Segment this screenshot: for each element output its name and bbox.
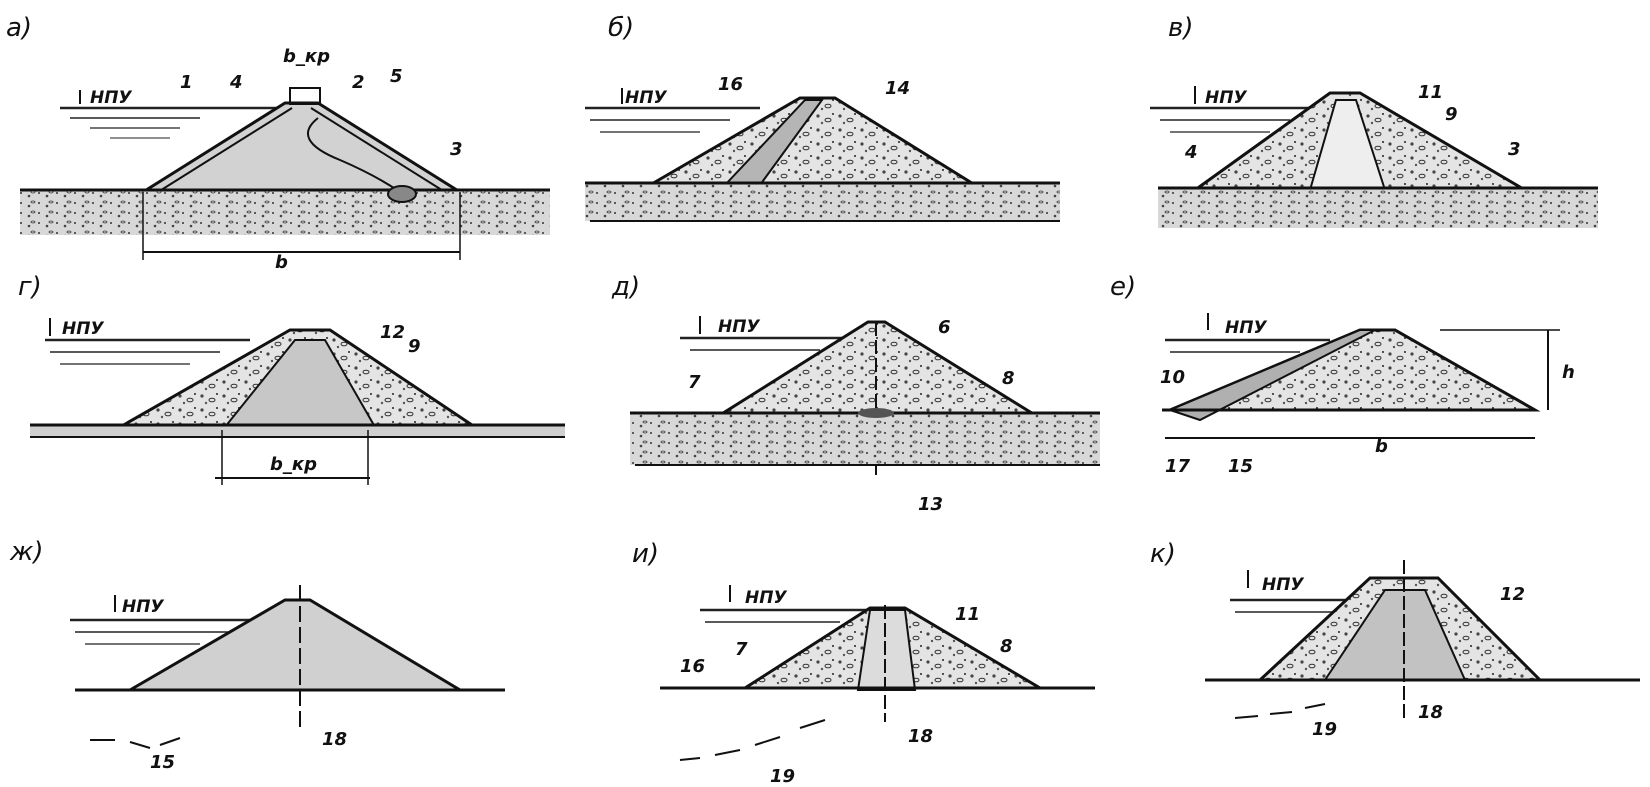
panel-k: к) НПУ 12 18 19 [1150,539,1640,740]
panel-d: д) НПУ 6 7 8 13 [611,272,1100,515]
callout-number: 19 [770,766,795,787]
callout-number: 5 [390,66,403,87]
callout-number: 16 [680,656,705,677]
dim-core-width: b_кр [270,454,317,475]
npu-label: НПУ [1262,575,1304,595]
callout-number: 18 [908,726,933,747]
callout-number: 3 [450,139,463,160]
npu-label: НПУ [625,88,667,108]
callout-number: 9 [408,336,421,357]
panel-label: г) [18,272,42,302]
panel-v: в) НПУ 4 11 9 3 [1150,13,1598,228]
npu-label: НПУ [745,588,787,608]
panel-label: ж) [9,537,44,567]
callout-number: 8 [1002,368,1015,389]
callout-number: 15 [150,752,175,773]
panel-label: б) [608,13,634,43]
dim-base-width: b [275,252,288,273]
npu-label: НПУ [718,317,760,337]
panel-g: г) НПУ 12 9 b_кр [18,272,565,485]
callout-number: 10 [1160,367,1185,388]
panel-i: и) НПУ 11 8 16 7 18 19 [632,539,1095,787]
panel-label: е) [1110,272,1136,302]
panel-label: а) [6,13,32,43]
panel-label: и) [632,539,659,569]
callout-number: 9 [1445,104,1458,125]
callout-number: 7 [688,372,701,393]
npu-label: НПУ [122,597,164,617]
dim-crest-width: b_кр [283,46,330,67]
panel-zh: ж) НПУ 18 15 [9,537,505,773]
panel-b: б) НПУ 16 14 [585,13,1060,222]
callout-number: 7 [735,639,748,660]
callout-number: 1 [180,72,193,93]
callout-number: 2 [352,72,365,93]
callout-number: 17 [1165,456,1191,477]
panel-e: е) НПУ h b 10 17 15 [1110,272,1575,477]
callout-number: 15 [1228,456,1253,477]
npu-label: НПУ [1225,318,1267,338]
panel-label: д) [611,272,640,302]
callout-number: 11 [955,604,980,625]
callout-number: 8 [1000,636,1013,657]
callout-number: 3 [1508,139,1521,160]
npu-label: НПУ [62,319,104,339]
callout-number: 19 [1312,719,1337,740]
callout-number: 12 [1500,584,1525,605]
dim-height: h [1562,362,1575,383]
callout-number: 18 [322,729,347,750]
panel-a: а) НПУ b_кр 1 4 2 5 3 b [6,13,550,273]
callout-number: 12 [380,322,405,343]
dim-base-width: b [1375,436,1388,457]
callout-number: 14 [885,78,910,99]
npu-label: НПУ [90,88,132,108]
callout-number: 11 [1418,82,1443,103]
panel-label: к) [1150,539,1176,569]
callout-number: 4 [1184,142,1198,163]
callout-number: 13 [918,494,943,515]
callout-number: 4 [229,72,243,93]
panel-label: в) [1168,13,1193,43]
callout-number: 18 [1418,702,1443,723]
callout-number: 16 [718,74,743,95]
npu-label: НПУ [1205,88,1247,108]
callout-number: 6 [938,317,951,338]
